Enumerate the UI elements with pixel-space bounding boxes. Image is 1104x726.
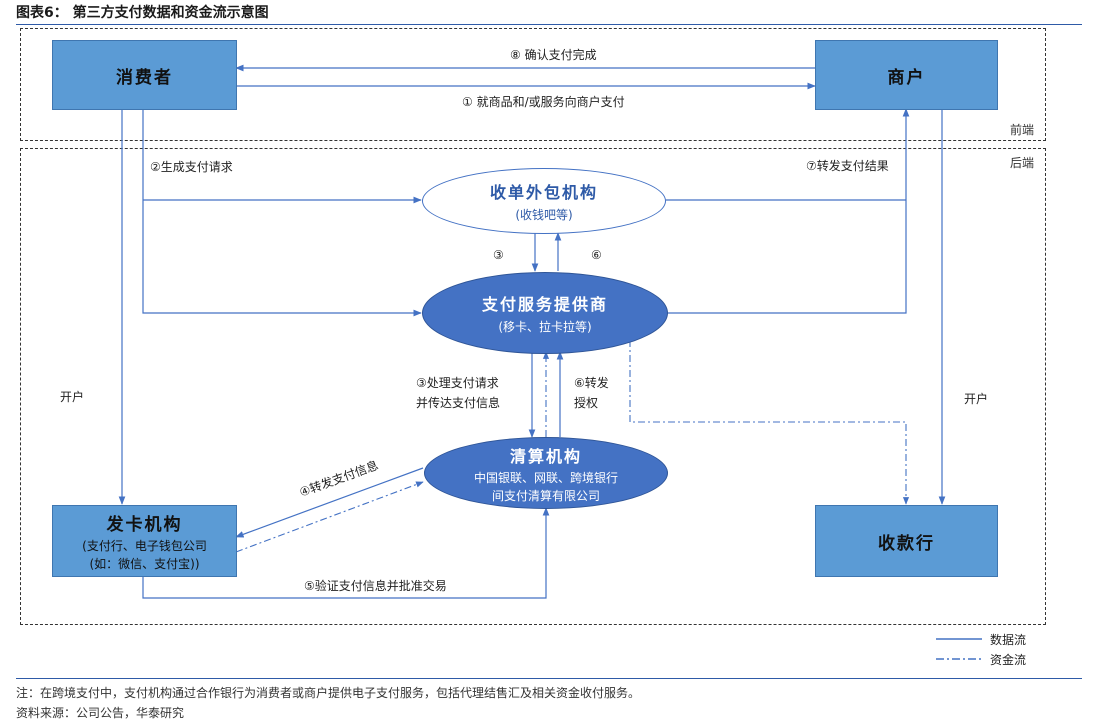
fund-flow-issuer-clearing [235, 481, 424, 553]
flow-2-label: ②生成支付请求 [150, 160, 233, 174]
open-account-right-label: 开户 [964, 392, 989, 406]
receiving-bank-label: 收款行 [878, 533, 935, 554]
merchant-label: 商户 [887, 67, 926, 88]
clearing-institution-node: 清算机构 中国银联、网联、跨境银行 间支付清算有限公司 [424, 437, 668, 509]
front-end-zone [20, 28, 1046, 141]
card-issuer-node: 发卡机构 (支付行、电子钱包公司 (如：微信、支付宝)) [52, 505, 237, 577]
acquirer-outsource-examples: (收钱吧等) [515, 208, 573, 222]
issuer-examples-line1: (支付行、电子钱包公司 [82, 539, 207, 553]
back-end-zone [20, 148, 1046, 625]
footnote: 注：在跨境支付中，支付机构通过合作银行为消费者或商户提供电子支付服务，包括代理结… [16, 686, 641, 700]
back-end-label: 后端 [1010, 156, 1035, 170]
source-note: 资料来源：公司公告，华泰研究 [16, 706, 185, 720]
flow-6-label-line1: ⑥转发 [574, 376, 609, 390]
flow-2-to-psp-line [142, 109, 422, 317]
clearing-examples-line1: 中国银联、网联、跨境银行 [473, 470, 618, 485]
title-rule [16, 24, 1082, 25]
figure-title: 图表6： 第三方支付数据和资金流示意图 [16, 5, 269, 21]
fund-flow-psp-receiving-bank [629, 340, 910, 505]
flow-3-short-label: ③ [493, 248, 504, 262]
receiving-bank-node: 收款行 [815, 505, 998, 577]
flow-3-label-line1: ③处理支付请求 [416, 376, 499, 390]
flow-8-label: ⑧ 确认支付完成 [510, 48, 597, 62]
merchant-node: 商户 [815, 40, 998, 110]
front-end-label: 前端 [1010, 123, 1035, 137]
clearing-label: 清算机构 [509, 446, 582, 466]
flow-6-short-label: ⑥ [591, 248, 602, 262]
flow-5-line [142, 507, 550, 599]
psp-label: 支付服务提供商 [481, 295, 608, 314]
flow-7-line [666, 108, 910, 314]
legend-fund-flow-label: 资金流 [990, 653, 1027, 667]
consumer-label: 消费者 [116, 67, 173, 88]
payment-service-provider-node: 支付服务提供商 (移卡、拉卡拉等) [422, 272, 668, 354]
legend-data-flow-label: 数据流 [990, 633, 1027, 647]
issuer-examples-line2: (如：微信、支付宝)) [89, 557, 200, 571]
footer-rule [16, 678, 1082, 679]
clearing-examples-line2: 间支付清算有限公司 [491, 488, 600, 503]
issuer-label: 发卡机构 [106, 515, 183, 535]
acquirer-outsource-label: 收单外包机构 [489, 183, 598, 202]
flow-6-label-line2: 授权 [574, 396, 599, 410]
flow-5-label: ⑤验证支付信息并批准交易 [304, 579, 447, 593]
flow-7-label: ⑦转发支付结果 [806, 159, 889, 173]
consumer-node: 消费者 [52, 40, 237, 110]
acquirer-outsource-node: 收单外包机构 (收钱吧等) [422, 168, 666, 234]
psp-examples: (移卡、拉卡拉等) [498, 320, 592, 334]
open-account-left-label: 开户 [60, 390, 85, 404]
flow-3-label-line2: 并传达支付信息 [416, 396, 501, 410]
flow-4-line [235, 467, 424, 538]
flow-1-label: ① 就商品和/或服务向商户支付 [462, 95, 625, 109]
